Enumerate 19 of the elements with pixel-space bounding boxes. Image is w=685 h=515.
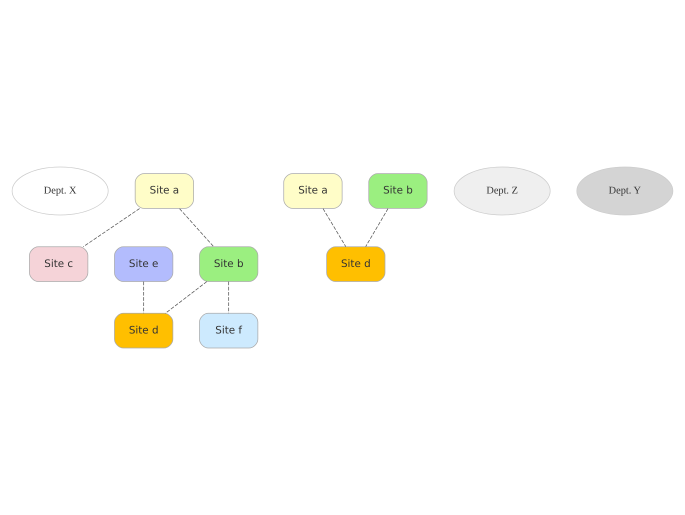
node-box: Site b	[368, 173, 428, 209]
node-box: Site a	[134, 173, 194, 209]
node-ellipse: Dept. X	[12, 166, 109, 216]
connector	[82, 208, 140, 248]
connector	[322, 208, 346, 247]
node-box: Site d	[326, 246, 386, 282]
node-ellipse: Dept. Z	[454, 166, 551, 216]
connector	[228, 281, 230, 314]
node-box: Site b	[199, 246, 258, 282]
node-box: Site f	[199, 312, 258, 348]
connector	[179, 208, 214, 247]
node-ellipse: Dept. Y	[576, 166, 674, 216]
node-box: Site a	[283, 173, 342, 209]
connector	[365, 208, 388, 247]
node-box: Site c	[29, 246, 88, 282]
connector	[165, 281, 208, 314]
node-box: Site d	[114, 312, 174, 348]
connector	[143, 281, 144, 314]
node-box: Site e	[114, 246, 174, 282]
